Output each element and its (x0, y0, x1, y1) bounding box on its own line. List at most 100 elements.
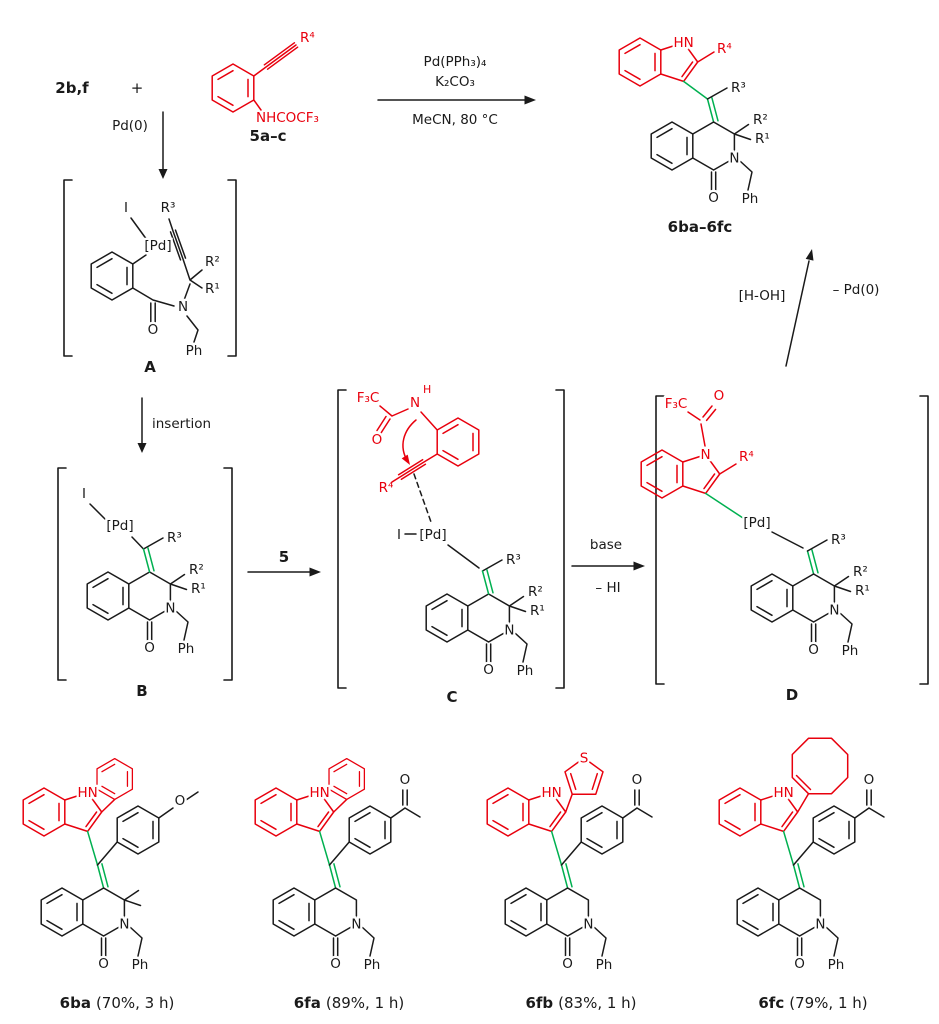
reagent-5-label: 5 (279, 548, 289, 566)
reactant-2bf-label: 2b,f (55, 79, 89, 97)
bonds (704, 492, 744, 519)
bonds (318, 830, 331, 866)
bonds (96, 791, 199, 866)
r1-r2-bonds (733, 123, 752, 141)
indole-nh-label: HN (773, 785, 793, 801)
product-6fb: HN S O N O Ph 6fb(83%, 1 h) (487, 748, 653, 1012)
intermediate-B-black: I [Pd] R³ R² R¹ N O Ph B (57, 467, 233, 700)
intermediate-C-pd-complex: I [Pd] R³ R² R¹ N O Ph C (395, 473, 545, 706)
pd-label: [Pd] (144, 238, 171, 254)
bonds (792, 789, 885, 866)
nhcocf3-label: NHCOCF₃ (256, 110, 319, 126)
bonds (560, 789, 653, 866)
acetylphenyl-ring (580, 805, 624, 855)
n-label: N (178, 299, 188, 315)
product-caption: 6ba(70%, 3 h) (60, 994, 175, 1012)
amide-h-label: H (423, 383, 431, 396)
bonds (796, 792, 810, 813)
exocyclic-double-bond (560, 863, 573, 889)
bonds (696, 51, 715, 63)
new-bonds (318, 830, 341, 889)
carbonyl-o-label: O (708, 190, 719, 206)
r1-r2-bonds (169, 573, 188, 591)
right-bracket (223, 467, 233, 681)
intermediate-D-pd-complex: [Pd] R³ R² R¹ N O Ph D (741, 513, 870, 704)
acetyl-o-label: O (864, 772, 875, 788)
ph-label: Ph (132, 957, 149, 973)
left-bracket (655, 395, 665, 685)
c-to-d-arrow: base – HI (571, 537, 645, 596)
r2-label: R² (853, 564, 868, 580)
carbonyl-o-label: O (483, 662, 494, 678)
exocyclic-double-bond (481, 569, 494, 595)
acetylphenyl-ring (348, 805, 392, 855)
r1-label: R¹ (205, 281, 220, 297)
bonds (771, 531, 804, 549)
core-part: O N O Ph (737, 770, 885, 974)
intermediate-C-anilide: F₃C O N H R⁴ (354, 383, 480, 496)
cyclooctene-ring (791, 737, 849, 795)
ring-n-label: N (504, 623, 514, 639)
intermediate-C: F₃C O N H R⁴ I [Pd] R³ R² R¹ N O Ph C (337, 383, 565, 706)
ph-label: Ph (596, 957, 613, 973)
core-part: O N O Ph (273, 770, 421, 974)
left-bracket (57, 467, 67, 681)
intermediate-D-acyl-indole: F₃C O N R⁴ (641, 386, 754, 498)
carbonyl-o-label: O (794, 956, 805, 972)
r3-label: R³ (167, 530, 182, 546)
intermediate-D-brackets (655, 395, 929, 685)
carbonyl-o-label: O (98, 956, 109, 972)
right-bracket (555, 389, 565, 689)
r3-label: R³ (506, 552, 521, 568)
intermediate-B: I [Pd] R³ R² R¹ N O Ph B (57, 467, 233, 700)
pd-label: [Pd] (419, 527, 446, 543)
indole-nh-label: HN (77, 785, 97, 801)
bonds (404, 533, 480, 569)
intermediate-A: I [Pd] O N Ph R² R¹ R³ A (63, 179, 237, 376)
intermediate-c-name: C (446, 688, 457, 706)
ph-label: Ph (364, 957, 381, 973)
solvent-temp-label: MeCN, 80 °C (412, 112, 498, 128)
catalyst-label: Pd(PPh₃)₄ (424, 54, 487, 70)
base-label: K₂CO₃ (435, 74, 475, 90)
pd-alkyne-dashed-bond (413, 473, 432, 523)
r4-label: R⁴ (739, 449, 754, 465)
arrow-head (137, 443, 147, 453)
ring-n-label: N (583, 917, 593, 933)
bonds (782, 830, 795, 866)
curved-arrow (402, 419, 417, 463)
r4-label: R⁴ (379, 480, 394, 496)
arrow-line (785, 260, 810, 367)
product-caption: 6fa(89%, 1 h) (294, 994, 405, 1012)
phenyl-ring (96, 757, 134, 801)
main-reaction-arrow: Pd(PPh₃)₄ K₂CO₃ MeCN, 80 °C (377, 54, 536, 128)
indole-n-label: N (701, 447, 711, 463)
indole-part: HN (23, 757, 134, 836)
ph-label: Ph (178, 641, 195, 657)
bonds (328, 789, 421, 866)
pd-label: [Pd] (743, 515, 770, 531)
arrow-head (158, 169, 168, 179)
product-caption: 6fb(83%, 1 h) (525, 994, 636, 1012)
product-structure: HN R⁴ R³ R² R¹ N O Ph 6ba–6fc (619, 33, 770, 236)
ph-label: Ph (828, 957, 845, 973)
intermediate-B-new-bond (142, 547, 155, 573)
compound-5-structure: R⁴ NHCOCF₃ (211, 30, 319, 126)
reactants-labels: 2b,f + (55, 79, 143, 97)
bonds (100, 798, 116, 813)
indole-part: HN S (487, 748, 604, 837)
exocyclic-double-bond (806, 549, 819, 575)
methoxyphenyl-ring (116, 805, 160, 855)
r1-label: R¹ (855, 583, 870, 599)
plus-sign: + (131, 79, 144, 97)
curved-arrow-head (401, 454, 410, 465)
bonds (86, 830, 99, 866)
phenyl-ring (328, 757, 366, 801)
ph-label: Ph (842, 643, 859, 659)
r2-label: R² (528, 584, 543, 600)
r1-label: R¹ (755, 131, 770, 147)
acetyl-o-label: O (632, 772, 643, 788)
product-name: 6ba–6fc (668, 218, 733, 236)
r4-label: R⁴ (300, 30, 315, 46)
